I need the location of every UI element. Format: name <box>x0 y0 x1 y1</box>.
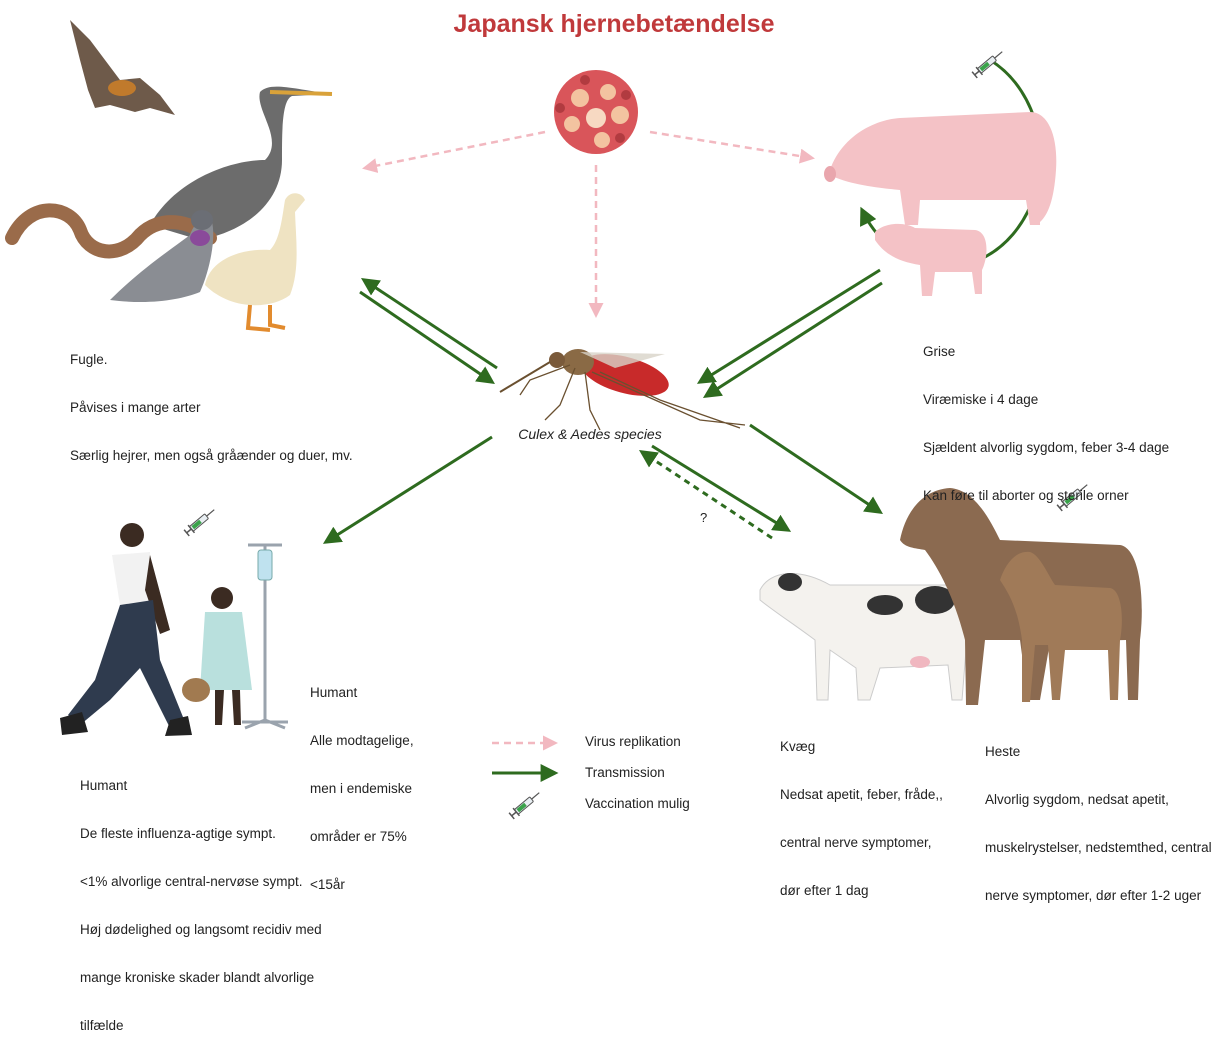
piglet-icon <box>875 224 986 296</box>
bat-icon <box>70 20 175 115</box>
legend-transmission: Transmission <box>585 765 665 780</box>
arrow-mosquito-to-pigs <box>706 283 882 396</box>
syringe-icon-legend <box>508 789 542 820</box>
horses-description: Heste Alvorlig sygdom, nedsat apetit, mu… <box>985 712 1212 920</box>
pig-icon <box>824 112 1056 225</box>
virus-icon <box>554 70 638 154</box>
legend-vaccination: Vaccination mulig <box>585 796 690 811</box>
birds-description: Fugle. Påvises i mange arter Særlig hejr… <box>70 320 353 480</box>
syringe-icon-human <box>183 506 217 537</box>
legend-virus-replication: Virus replikation <box>585 734 681 749</box>
arrow-mosquito-to-birds <box>364 280 497 368</box>
virus-arrow-to-birds <box>365 132 545 168</box>
virus-arrow-to-pigs <box>650 132 812 158</box>
man-icon <box>60 523 192 736</box>
vector-label: Culex & Aedes species <box>500 426 680 442</box>
humans-description: Humant De fleste influenza-agtige sympt.… <box>80 746 322 1050</box>
cattle-description: Kvæg Nedsat apetit, feber, fråde,, centr… <box>780 707 943 915</box>
cow-icon <box>760 573 967 700</box>
child-icon <box>182 587 252 725</box>
syringe-icon-pig <box>971 48 1005 79</box>
pigs-description: Grise Viræmiske i 4 dage Sjældent alvorl… <box>923 312 1169 520</box>
arrow-pigs-to-mosquito <box>700 270 880 382</box>
arrow-mosquito-cattle-uncertain <box>652 446 788 530</box>
arrow-cattle-mosquito-uncertain <box>642 452 772 538</box>
uncertain-transmission-mark: ? <box>700 510 707 525</box>
virus-replication-arrows <box>365 132 812 315</box>
arrow-mosquito-to-horses <box>750 425 880 512</box>
iv-drip-icon <box>242 545 288 728</box>
humans-summary: Humant Alle modtagelige, men i endemiske… <box>310 653 414 909</box>
arrow-birds-to-mosquito <box>360 292 492 382</box>
mosquito-icon <box>500 346 745 430</box>
